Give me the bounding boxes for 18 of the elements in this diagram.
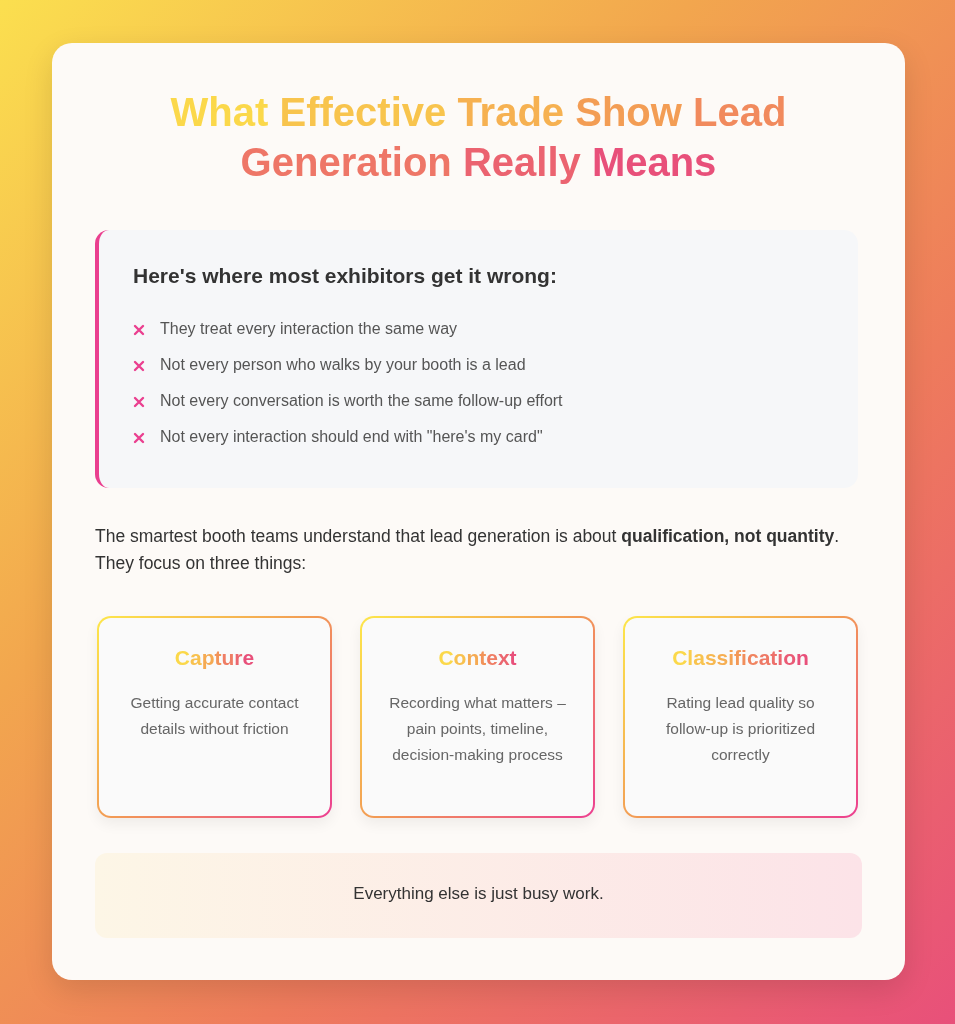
title: What Effective Trade Show Lead Generation Really Means — [169, 89, 788, 186]
feature-card — [623, 616, 858, 818]
list-item: Not every interaction should end with "here's my card" — [160, 427, 543, 447]
list-item: Not every conversation is worth the same follow-up effort — [160, 391, 563, 411]
list-item: Not every person who walks by your booth is a lead — [160, 355, 526, 375]
list-item: They treat every interaction the same way — [160, 319, 458, 339]
card-heading: Classification — [672, 646, 809, 669]
card-description: Getting accurate contact details without friction — [129, 693, 300, 739]
feature-card — [360, 616, 595, 818]
feature-card — [97, 616, 332, 818]
card-heading: Context — [438, 646, 517, 669]
callout-heading: Here's where most exhibitors get it wrong: — [133, 264, 557, 288]
callout-panel — [95, 230, 858, 488]
card-heading: Capture — [174, 646, 255, 669]
intro-paragraph: The smartest booth teams understand that lead generation is about qualification, not quantity. They focus on three things: — [95, 525, 841, 575]
summary-text: Everything else is just busy work. — [352, 884, 605, 904]
card-description: Recording what matters – pain points, timeline, decision-making process — [388, 693, 567, 765]
card-description: Rating lead quality so follow-up is prioritized correctly — [665, 693, 816, 765]
